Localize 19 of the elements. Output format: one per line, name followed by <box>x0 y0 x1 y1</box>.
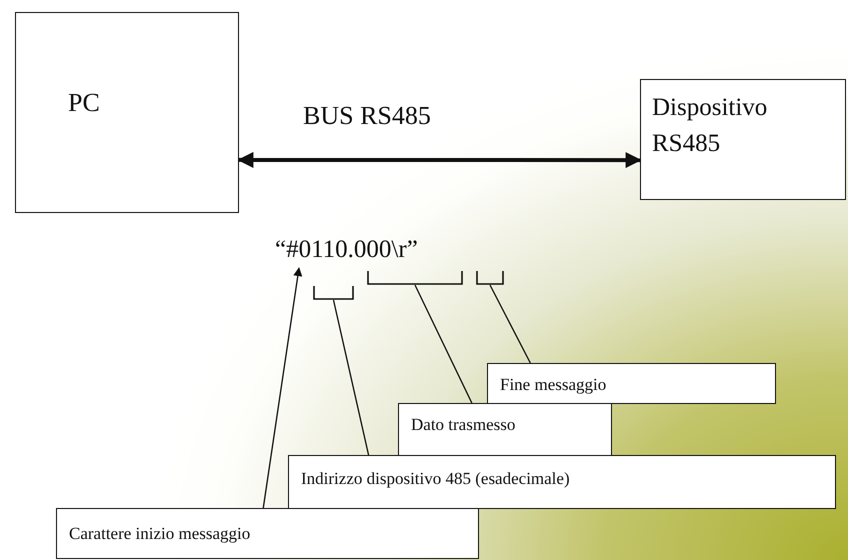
computer-box <box>15 12 239 213</box>
device-box <box>640 79 846 200</box>
box-label: Dato trasmesso <box>411 414 516 436</box>
field-label-box <box>56 508 479 559</box>
message-string: “#0110.000\r” <box>275 234 475 268</box>
field-label-box <box>487 363 776 404</box>
field-label-box <box>398 403 612 456</box>
double-arrow <box>237 152 642 168</box>
box-label: Indirizzo dispositivo 485 (esadecimale) <box>301 468 570 490</box>
arrow <box>262 267 302 508</box>
edge-label: BUS RS485 <box>303 101 431 131</box>
box-label: Carattere inizio messaggio <box>69 523 250 544</box>
field-label-box <box>288 455 836 509</box>
box-label: Dispositivo RS485 <box>652 93 768 160</box>
leader-line <box>332 300 370 456</box>
leader-line <box>489 284 531 364</box>
box-label: PC <box>68 87 100 119</box>
box-label: Fine messaggio <box>500 374 606 396</box>
leader-line <box>414 284 472 404</box>
